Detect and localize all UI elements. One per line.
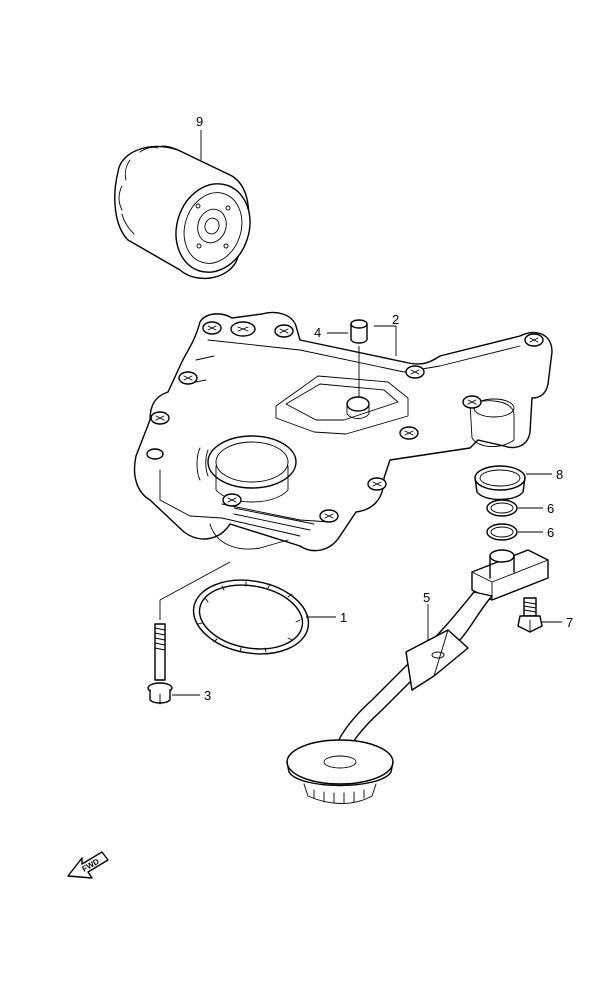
oil-pump-body <box>133 311 553 552</box>
callout-3: 3 <box>204 688 211 703</box>
o-ring-upper <box>486 499 518 517</box>
callout-5: 5 <box>423 590 430 605</box>
callout-8: 8 <box>556 467 563 482</box>
flange-bolt <box>147 561 231 705</box>
callout-9: 9 <box>196 114 203 129</box>
callout-6-lower: 6 <box>547 525 554 540</box>
dowel-pin <box>350 319 368 344</box>
callout-7: 7 <box>566 615 573 630</box>
oil-strainer-pickup <box>286 549 549 804</box>
strainer-bolt <box>517 597 543 633</box>
callout-6-upper: 6 <box>547 501 554 516</box>
o-ring-lower <box>486 523 518 541</box>
o-ring-gasket <box>192 579 310 655</box>
pump-bolt-heads <box>146 321 544 523</box>
callout-4: 4 <box>314 325 321 340</box>
callout-2: 2 <box>392 312 399 327</box>
seal-ring <box>474 465 526 501</box>
oil-filter <box>114 145 251 280</box>
callout-1: 1 <box>340 610 347 625</box>
fwd-arrow-icon: FWD <box>67 851 109 879</box>
